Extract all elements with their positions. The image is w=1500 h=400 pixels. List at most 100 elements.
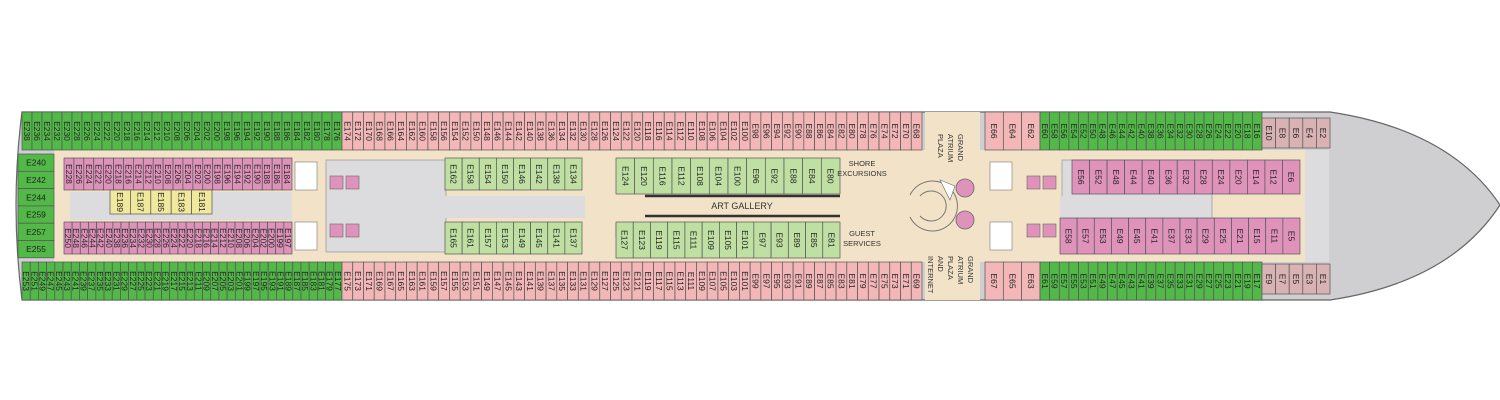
cabin-E206[interactable]: E206 <box>242 221 252 255</box>
cabin-box[interactable] <box>321 111 333 151</box>
cabin-box[interactable] <box>642 111 654 151</box>
cabin-E97[interactable]: E97 <box>753 221 772 259</box>
cabin-E187[interactable]: E187 <box>130 189 152 215</box>
cabin-E144[interactable]: E144 <box>502 111 515 151</box>
cabin-E8[interactable]: E8 <box>1275 117 1290 149</box>
cabin-E31[interactable]: E31 <box>1184 261 1195 301</box>
cabin-box[interactable] <box>317 261 326 301</box>
cabin-box[interactable] <box>470 111 482 151</box>
cabin-box[interactable] <box>141 111 153 151</box>
cabin-E212[interactable]: E212 <box>142 157 154 191</box>
cabin-box[interactable] <box>384 111 397 151</box>
cabin-E27[interactable]: E27 <box>1203 261 1215 301</box>
cabin-E197[interactable]: E197 <box>283 221 293 255</box>
cabin-E138[interactable]: E138 <box>534 111 547 151</box>
cabin-box[interactable] <box>218 221 228 255</box>
cabin-box[interactable] <box>325 261 335 301</box>
cabin-E162[interactable]: E162 <box>444 157 463 191</box>
cabin-E183[interactable]: E183 <box>308 261 318 301</box>
cabin-E216[interactable]: E216 <box>131 111 143 151</box>
cabin-box[interactable] <box>81 111 93 151</box>
cabin-box[interactable] <box>805 221 824 259</box>
cabin-E148[interactable]: E148 <box>481 111 493 151</box>
cabin-E95[interactable]: E95 <box>771 261 783 301</box>
cabin-E210[interactable]: E210 <box>152 157 164 191</box>
cabin-box[interactable] <box>308 261 318 301</box>
cabin-E43[interactable]: E43 <box>1126 261 1137 301</box>
cabin-E89[interactable]: E89 <box>803 261 815 301</box>
cabin-E14[interactable]: E14 <box>1247 159 1266 195</box>
cabin-E166[interactable]: E166 <box>384 111 397 151</box>
cabin-E123[interactable]: E123 <box>632 221 651 259</box>
cabin-box[interactable] <box>1275 263 1290 295</box>
cabin-box[interactable] <box>172 157 184 191</box>
cabin-box[interactable] <box>41 111 53 151</box>
cabin-E47[interactable]: E47 <box>1107 261 1118 301</box>
cabin-E228[interactable]: E228 <box>63 157 75 191</box>
cabin-E25[interactable]: E25 <box>1213 261 1224 301</box>
cabin-E154[interactable]: E154 <box>449 111 461 151</box>
cabin-E226[interactable]: E226 <box>81 111 93 151</box>
cabin-E248[interactable]: E248 <box>71 221 81 255</box>
cabin-box[interactable] <box>161 111 173 151</box>
cabin-E75[interactable]: E75 <box>878 261 891 301</box>
cabin-E229[interactable]: E229 <box>120 261 130 301</box>
cabin-E109[interactable]: E109 <box>696 261 708 301</box>
cabin-E45[interactable]: E45 <box>1116 261 1128 301</box>
cabin-E112[interactable]: E112 <box>671 157 692 195</box>
cabin-E70[interactable]: E70 <box>900 111 912 151</box>
cabin-E145[interactable]: E145 <box>530 221 549 255</box>
cabin-E245[interactable]: E245 <box>54 261 64 301</box>
cabin-box[interactable] <box>782 261 794 301</box>
cabin-E243[interactable]: E243 <box>62 261 72 301</box>
cabin-box[interactable] <box>162 157 174 191</box>
cabin-E206[interactable]: E206 <box>172 157 184 191</box>
cabin-box[interactable] <box>803 111 815 151</box>
cabin-E80[interactable]: E80 <box>846 111 858 151</box>
cabin-E180[interactable]: E180 <box>311 111 323 151</box>
cabin-box[interactable] <box>70 261 80 301</box>
cabin-E182[interactable]: E182 <box>301 111 313 151</box>
cabin-box[interactable] <box>653 111 665 151</box>
cabin-E158[interactable]: E158 <box>461 157 480 191</box>
cabin-box[interactable] <box>406 111 418 151</box>
cabin-box[interactable] <box>88 221 97 255</box>
cabin-E136[interactable]: E136 <box>545 111 558 151</box>
cabin-box[interactable] <box>1076 217 1095 255</box>
cabin-box[interactable] <box>212 157 223 191</box>
cabin-E181[interactable]: E181 <box>191 189 213 215</box>
cabin-box[interactable] <box>427 111 440 151</box>
cabin-E25[interactable]: E25 <box>1213 217 1232 255</box>
cabin-E111[interactable]: E111 <box>685 261 697 301</box>
cabin-E184[interactable]: E184 <box>291 111 303 151</box>
cabin-box[interactable] <box>652 157 673 195</box>
cabin-E46[interactable]: E46 <box>1107 111 1118 151</box>
cabin-box[interactable] <box>202 221 211 255</box>
cabin-E212[interactable]: E212 <box>218 221 228 255</box>
cabin-E218[interactable]: E218 <box>193 221 203 255</box>
cabin-E197[interactable]: E197 <box>251 261 261 301</box>
cabin-E141[interactable]: E141 <box>524 261 536 301</box>
cabin-E71[interactable]: E71 <box>900 261 912 301</box>
cabin-box[interactable] <box>185 221 195 255</box>
cabin-E117[interactable]: E117 <box>653 261 665 301</box>
cabin-E167[interactable]: E167 <box>384 261 397 301</box>
cabin-E125[interactable]: E125 <box>610 261 622 301</box>
cabin-box[interactable] <box>984 261 1004 301</box>
cabin-box[interactable] <box>459 261 472 301</box>
cabin-E159[interactable]: E159 <box>427 261 440 301</box>
cabin-box[interactable] <box>1282 159 1301 195</box>
cabin-E147[interactable]: E147 <box>492 261 504 301</box>
cabin-E168[interactable]: E168 <box>373 111 386 151</box>
cabin-E238[interactable]: E238 <box>112 221 122 255</box>
cabin-box[interactable] <box>21 111 33 151</box>
cabin-box[interactable] <box>1162 217 1181 255</box>
cabin-E139[interactable]: E139 <box>534 261 547 301</box>
cabin-E142[interactable]: E142 <box>530 157 549 191</box>
cabin-E176[interactable]: E176 <box>331 111 343 151</box>
cabin-box[interactable] <box>120 261 130 301</box>
cabin-box[interactable] <box>101 111 113 151</box>
cabin-E244[interactable]: E244 <box>17 188 55 207</box>
cabin-box[interactable] <box>449 111 461 151</box>
cabin-E216[interactable]: E216 <box>123 157 134 191</box>
